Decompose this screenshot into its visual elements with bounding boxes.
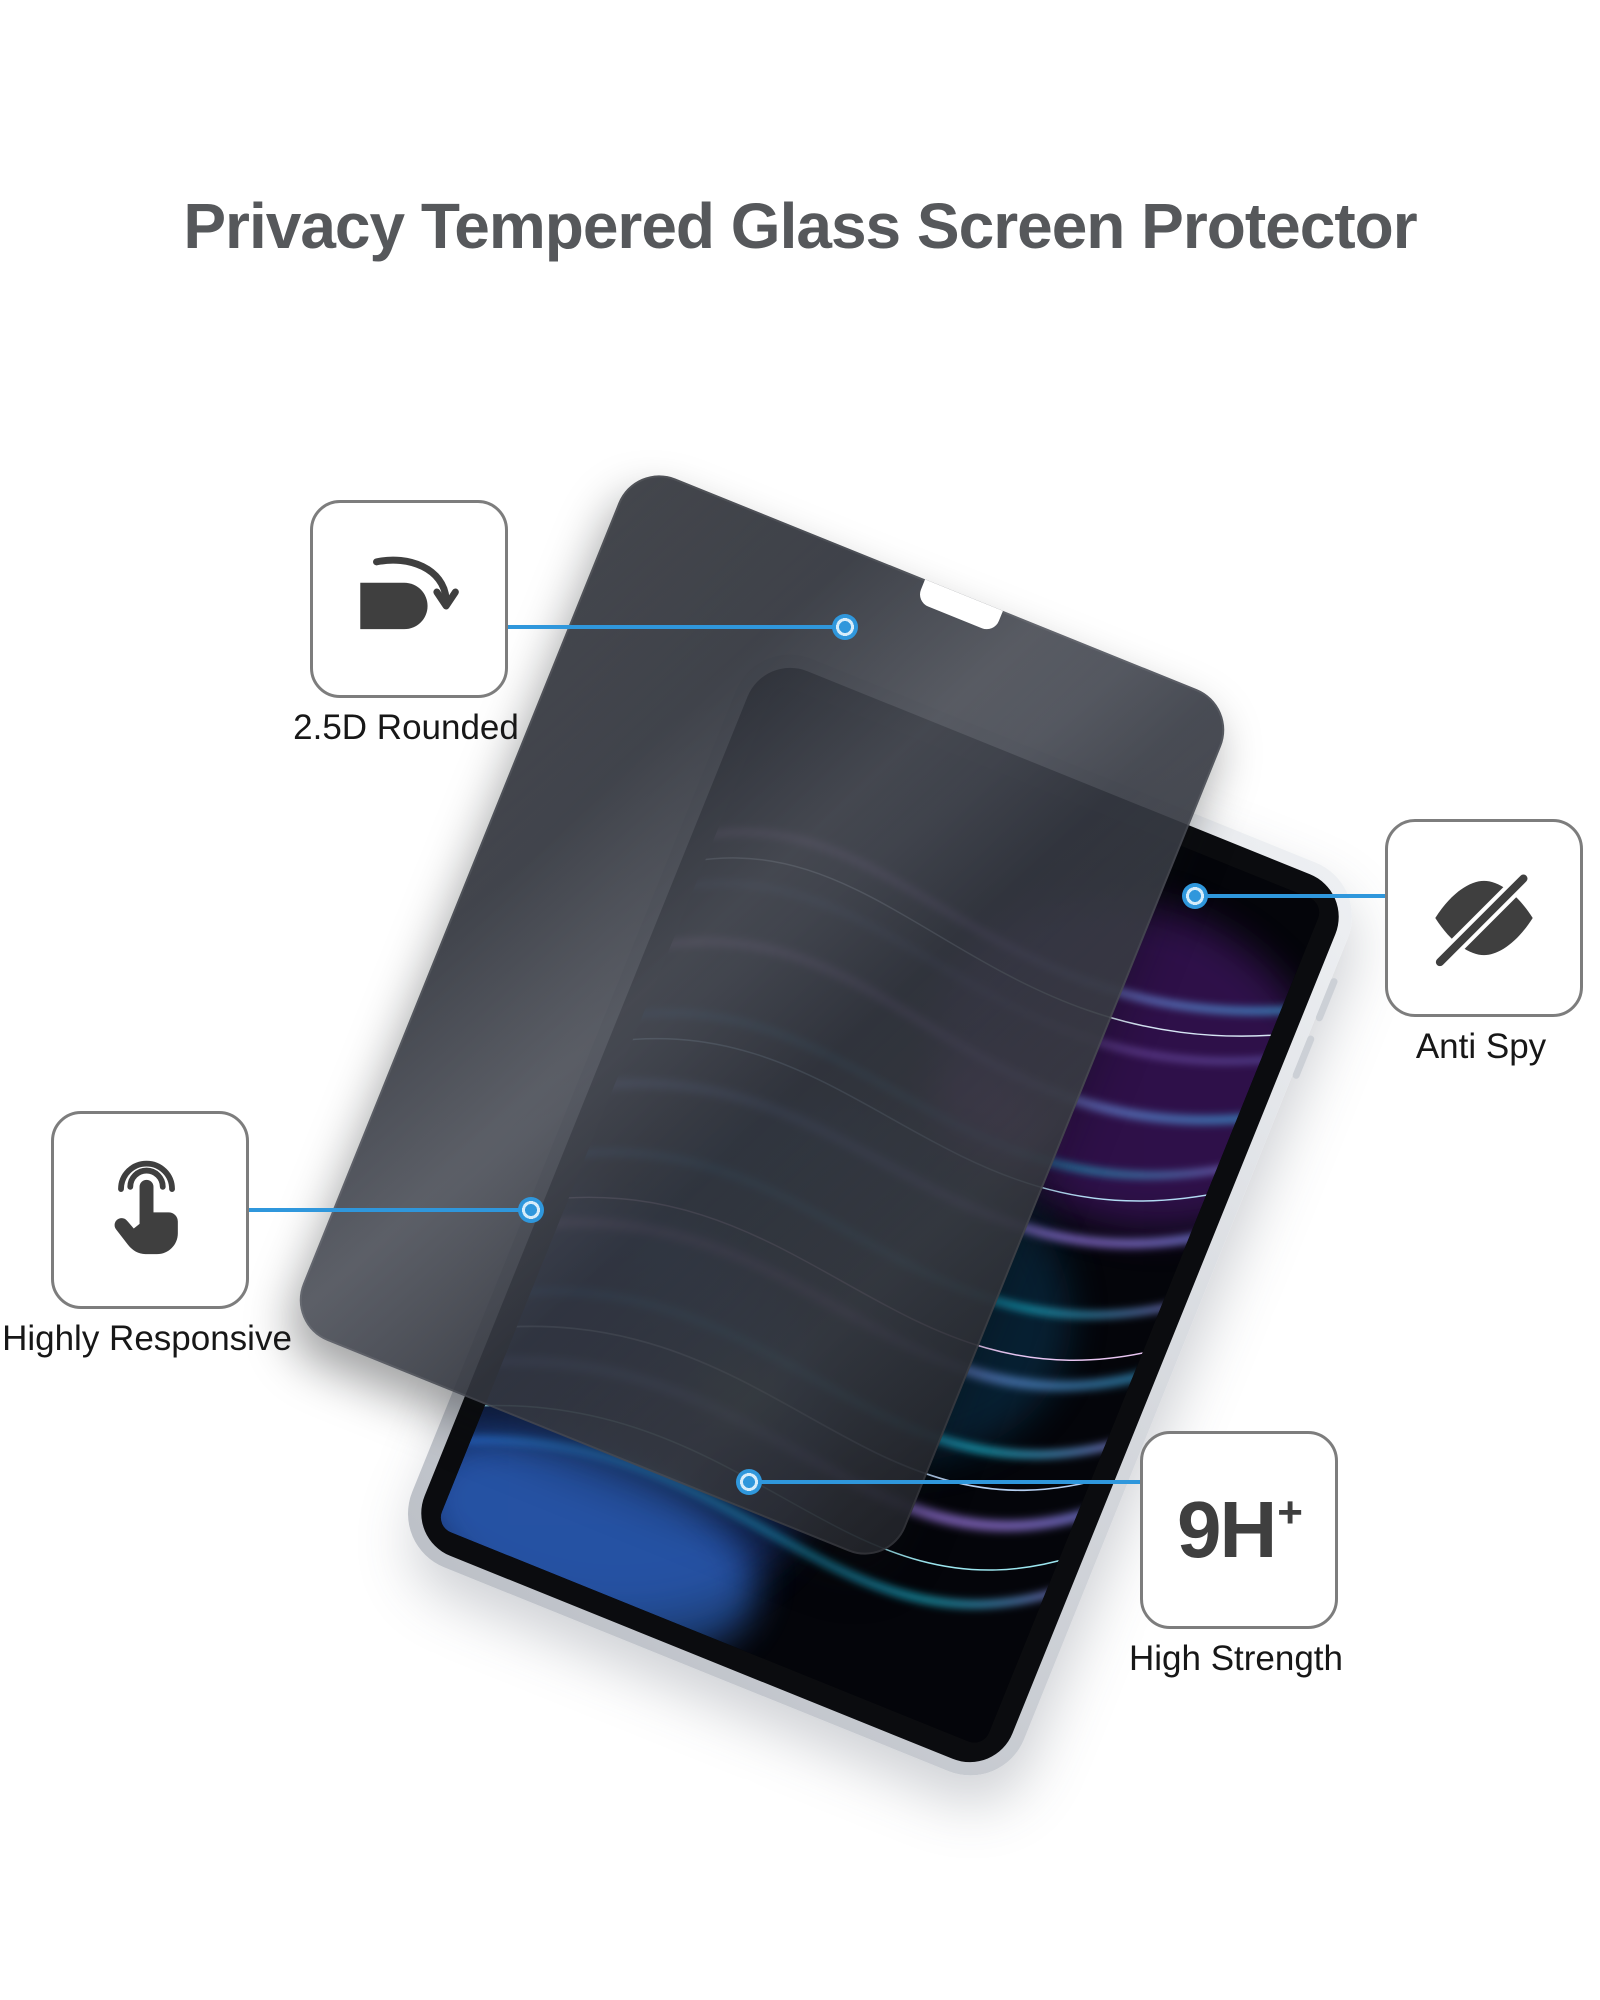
anti-spy-eye-icon <box>1435 870 1533 967</box>
connector-line-anti-spy <box>1195 894 1385 898</box>
camera-cutout-notch <box>916 579 1003 634</box>
connector-line-strength <box>749 1480 1140 1484</box>
connector-line-rounded <box>502 625 845 629</box>
touch-tap-icon <box>114 1160 178 1255</box>
feature-card-responsive <box>51 1111 249 1309</box>
feature-label-strength: High Strength <box>1128 1639 1344 1678</box>
anchor-dot-anti-spy <box>1182 883 1208 909</box>
feature-card-strength: 9H+ <box>1140 1431 1338 1629</box>
feature-label-rounded: 2.5D Rounded <box>293 708 519 747</box>
feature-card-rounded <box>310 500 508 698</box>
rounded-edge-icon <box>360 556 459 630</box>
feature-label-responsive: Highly Responsive <box>2 1319 292 1358</box>
volume-down-button <box>1291 1034 1316 1080</box>
plus-superscript: + <box>1277 1488 1303 1537</box>
page-title: Privacy Tempered Glass Screen Protector <box>183 189 1417 262</box>
anchor-dot-responsive <box>518 1197 544 1223</box>
anchor-dot-strength <box>736 1469 762 1495</box>
hardness-9h-badge: 9H+ <box>1177 1485 1303 1574</box>
anchor-dot-rounded <box>832 614 858 640</box>
feature-label-anti-spy: Anti Spy <box>1415 1027 1547 1066</box>
volume-up-button <box>1314 977 1339 1023</box>
connector-line-responsive <box>243 1208 531 1212</box>
feature-card-anti-spy <box>1385 819 1583 1017</box>
